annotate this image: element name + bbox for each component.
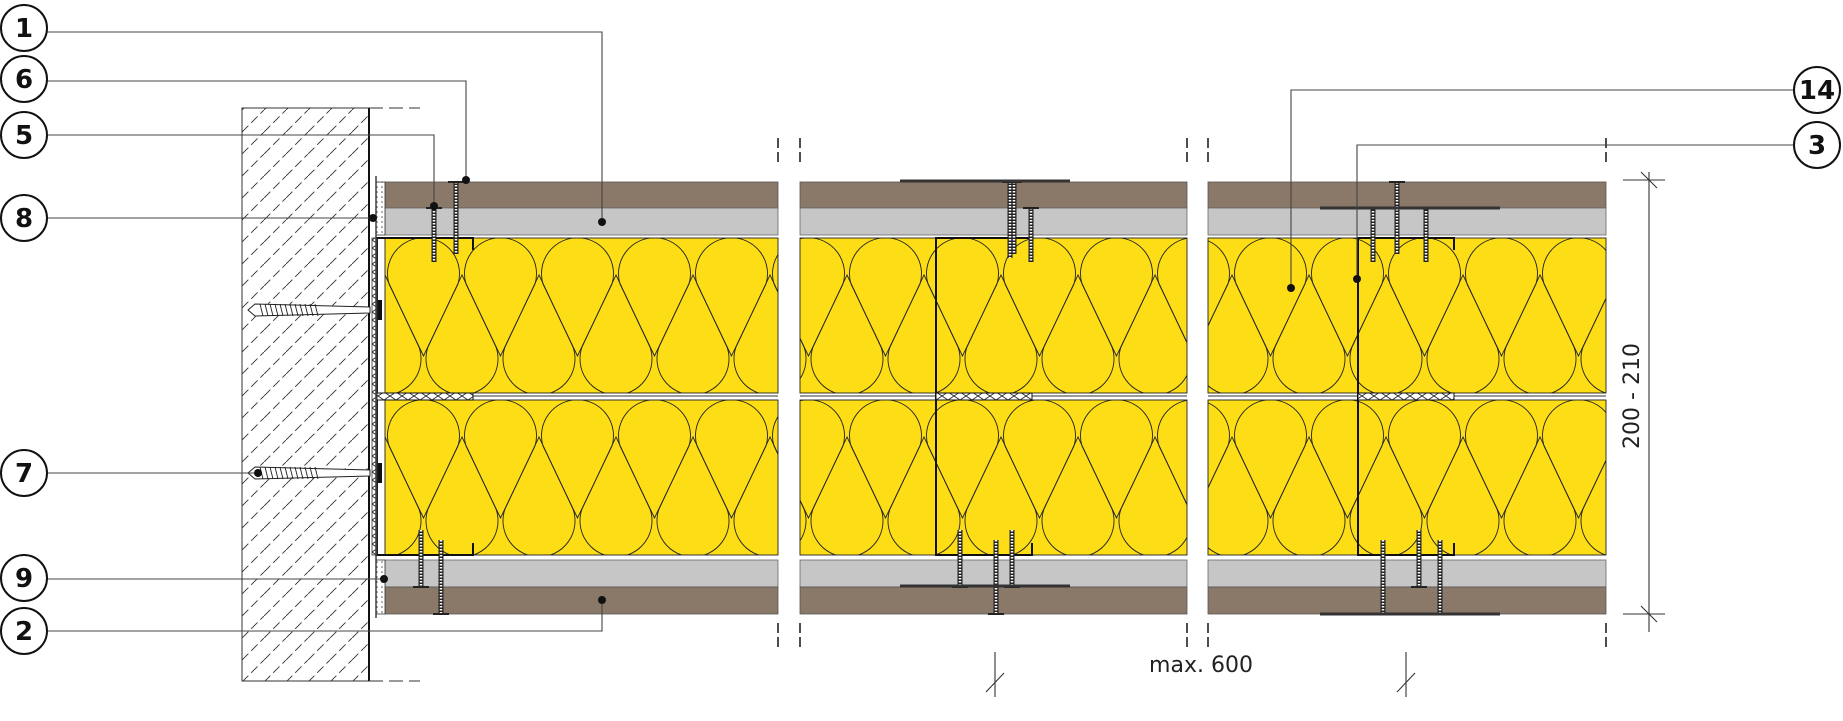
callout-14: 14 <box>1793 66 1841 114</box>
panel-segments <box>376 181 1607 615</box>
svg-text:9: 9 <box>15 564 33 594</box>
anchor-dowel <box>247 463 382 483</box>
callout-8: 8 <box>0 194 48 242</box>
outer-board-bottom <box>1207 586 1607 615</box>
anchor-dowel <box>247 300 382 320</box>
thickness-label: 200 - 210 <box>1620 343 1645 449</box>
inner-board-top <box>384 207 779 236</box>
callout-5: 5 <box>0 111 48 159</box>
screw <box>1389 181 1405 254</box>
inner-board-top <box>1207 207 1607 236</box>
spacing-label: max. 600 <box>1149 653 1253 678</box>
screw <box>448 181 464 254</box>
screw <box>433 540 449 615</box>
profile-joint-strip <box>376 392 474 401</box>
callout-6: 6 <box>0 55 48 103</box>
screws <box>413 179 1500 616</box>
insulation-layer-upper <box>1207 237 1607 394</box>
outer-board-top <box>1207 181 1607 209</box>
inner-board-top <box>799 207 1188 236</box>
wall-anchors <box>247 300 382 483</box>
svg-text:2: 2 <box>15 617 33 647</box>
panel-segment <box>1207 181 1607 615</box>
svg-text:3: 3 <box>1808 131 1826 161</box>
svg-text:7: 7 <box>15 459 33 489</box>
insulation-layer-upper <box>384 237 779 394</box>
insulation-layer-upper <box>799 237 1188 394</box>
inner-board-bottom <box>384 559 779 588</box>
callout-7: 7 <box>0 449 48 497</box>
svg-text:8: 8 <box>15 204 33 234</box>
masonry-wall <box>241 107 420 682</box>
callout-9: 9 <box>0 554 48 602</box>
edge-strip <box>371 176 386 618</box>
leader-dots <box>254 176 1361 604</box>
insulation-layer-lower <box>799 399 1188 556</box>
insulation-layer-lower <box>1207 399 1607 556</box>
leader-lines <box>47 31 1794 632</box>
callout-2: 2 <box>0 607 48 655</box>
profile-joint-strip <box>1357 392 1455 401</box>
inner-board-bottom <box>1207 559 1607 588</box>
stud-profile <box>1357 237 1455 556</box>
panel-segment <box>384 181 779 615</box>
thickness-dimension <box>1623 171 1665 632</box>
svg-text:6: 6 <box>15 65 33 95</box>
callout-3: 3 <box>1793 121 1841 169</box>
screw <box>1411 530 1427 588</box>
break-lines <box>777 138 1607 651</box>
anchor-washer <box>378 463 382 483</box>
insulation-layer-lower <box>384 399 779 556</box>
screw <box>413 530 429 588</box>
svg-text:5: 5 <box>15 121 33 151</box>
profile-joint-strip <box>935 392 1033 401</box>
spacing-dimension <box>985 652 1416 697</box>
outer-board-bottom <box>384 586 779 615</box>
svg-text:14: 14 <box>1799 76 1835 106</box>
outer-board-top <box>384 181 779 209</box>
outer-board-top <box>799 181 1188 209</box>
svg-text:1: 1 <box>15 14 33 44</box>
screw <box>988 540 1004 615</box>
anchor-washer <box>378 300 382 320</box>
panel-segment <box>799 181 1188 615</box>
callout-1: 1 <box>0 4 48 52</box>
screw <box>1023 207 1039 262</box>
